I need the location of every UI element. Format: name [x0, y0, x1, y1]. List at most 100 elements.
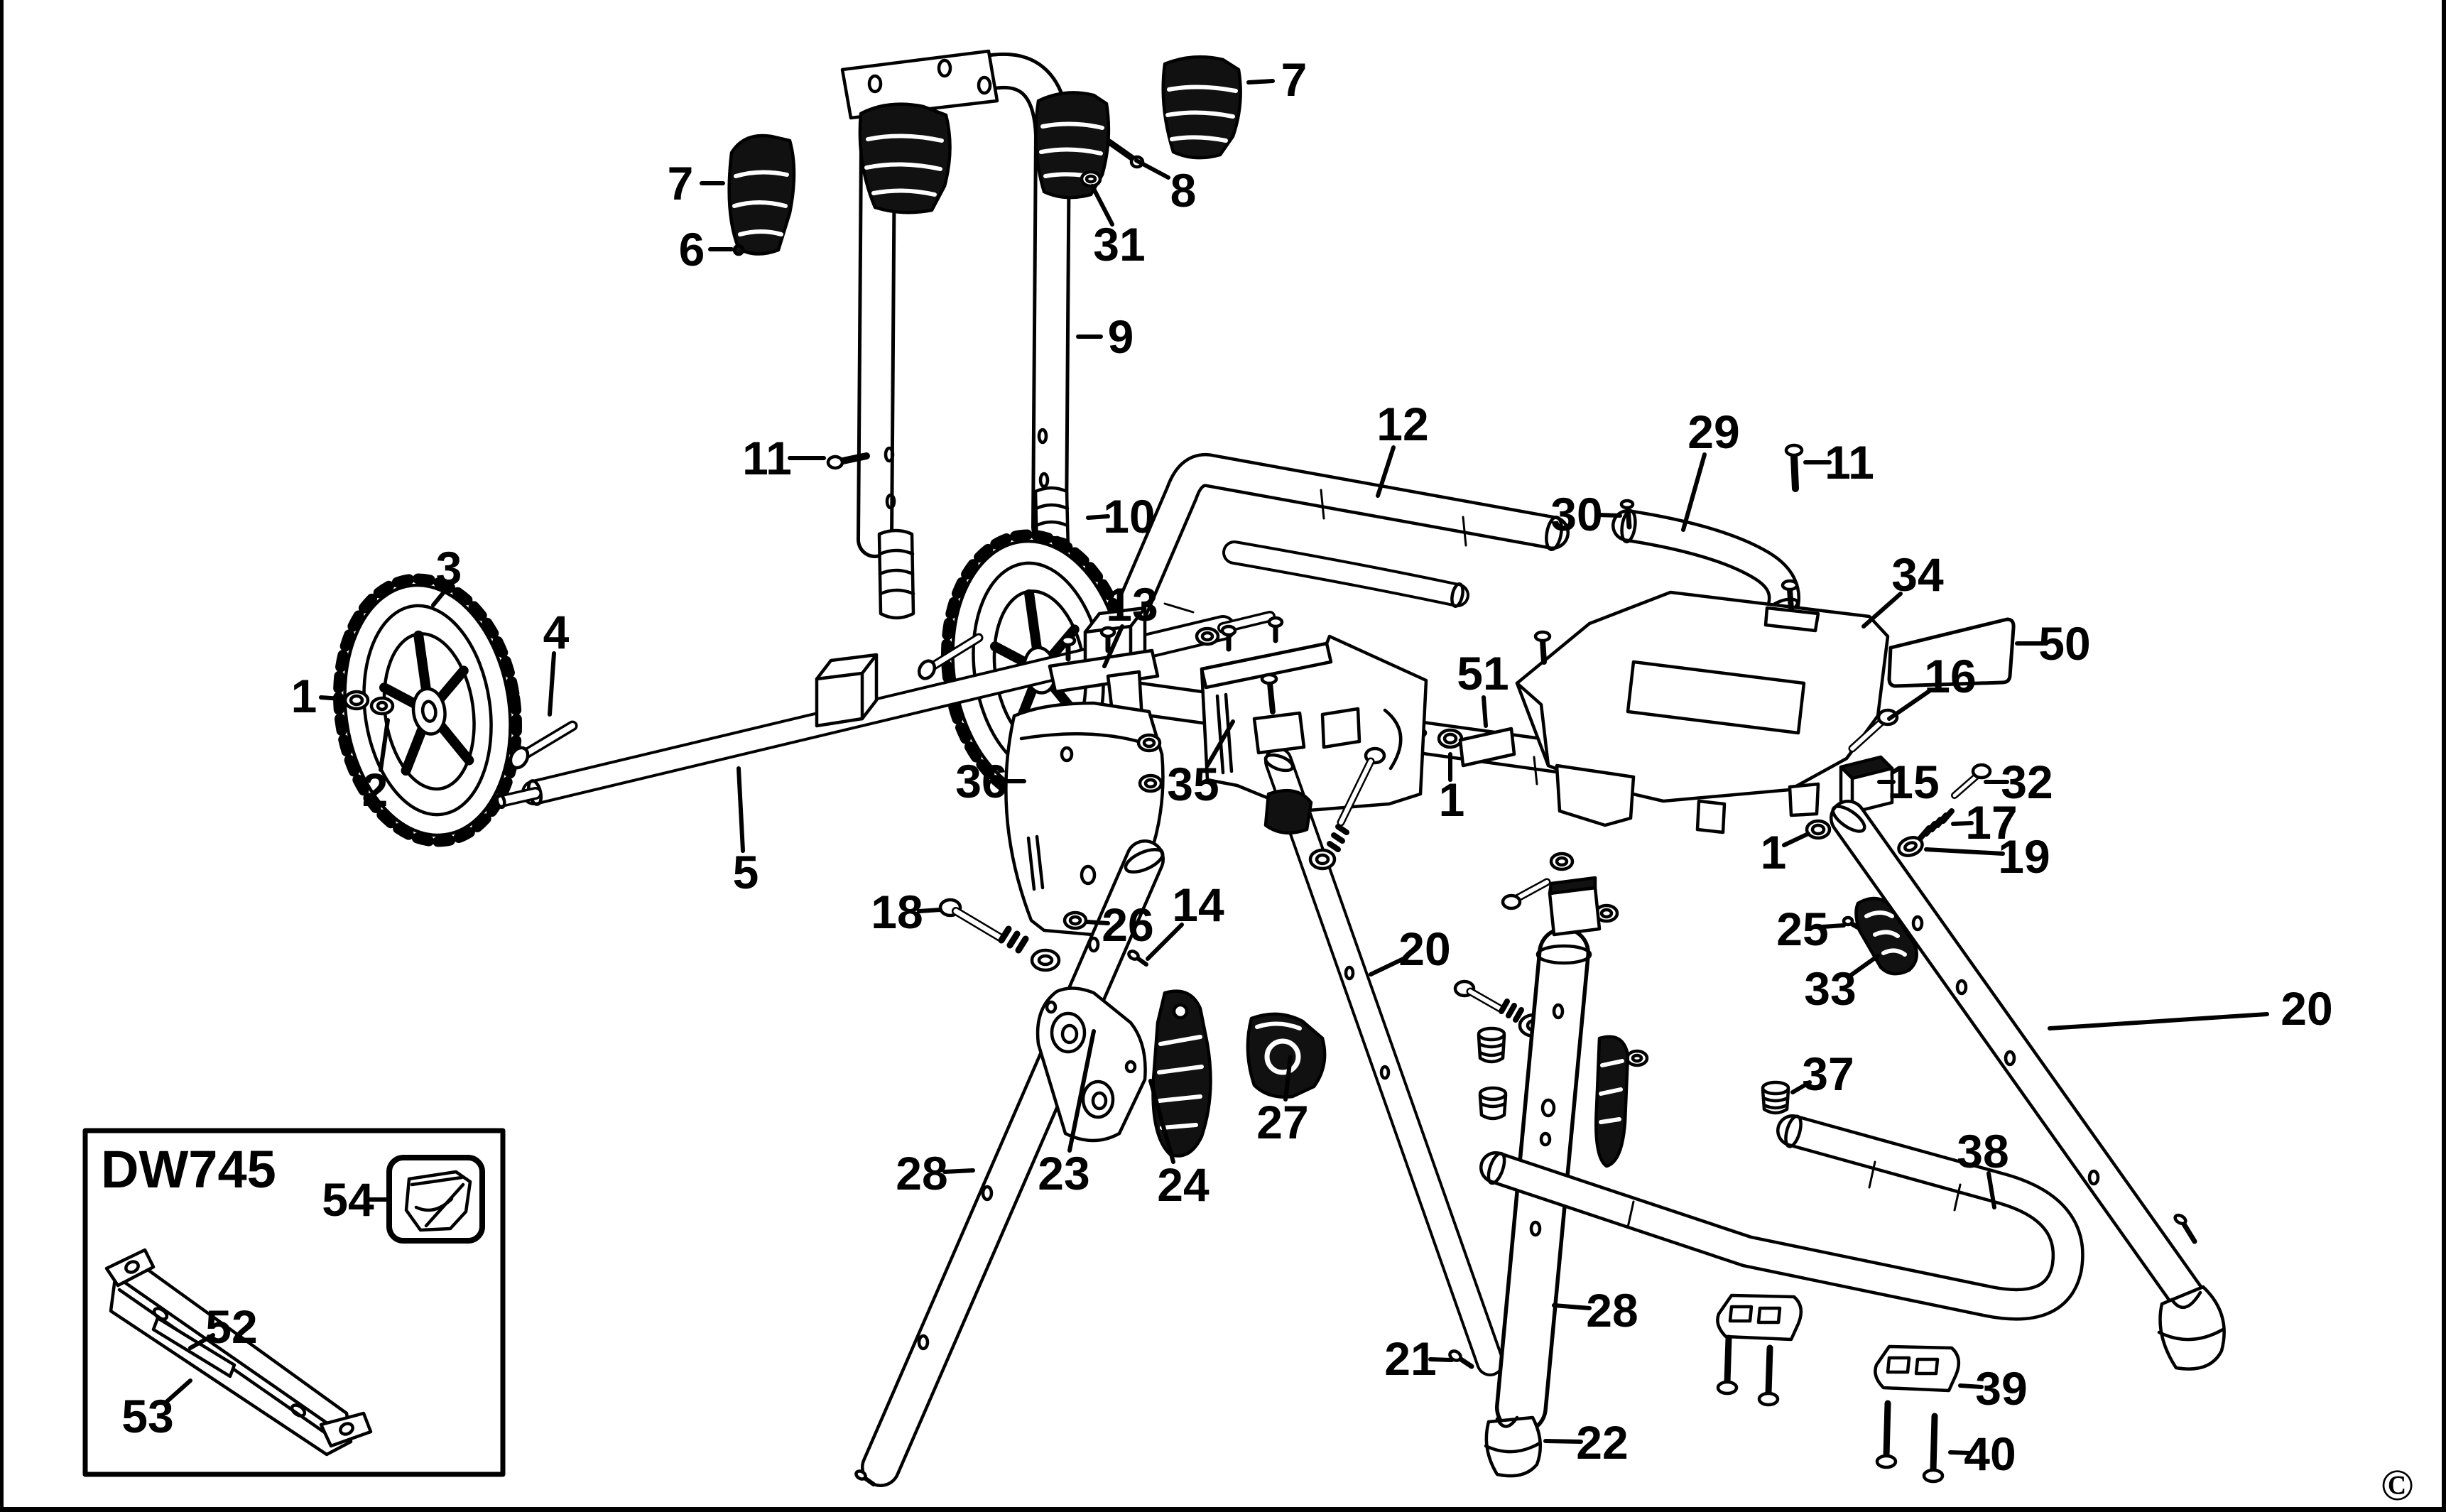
- leader-line-14: [1146, 923, 1184, 961]
- cleat-pad-part39: [1716, 1293, 1961, 1393]
- leader-line-20: [1369, 957, 1406, 977]
- callout-label-2: 2: [362, 763, 388, 816]
- leader-line-28: [1552, 1303, 1592, 1310]
- callout-label-3: 3: [436, 542, 462, 594]
- callout-label-5: 5: [733, 846, 759, 898]
- callout-label-11: 11: [1825, 436, 1874, 489]
- nut-washer-part1-2-left: [343, 690, 395, 716]
- leader-line-16: [1887, 688, 1933, 721]
- bolt-axle-right: [917, 633, 984, 680]
- leader-line-22: [1543, 1439, 1583, 1444]
- bracket-part35: [1200, 616, 1428, 813]
- wheel-left-part3: [333, 573, 522, 847]
- lever-part24: [1151, 989, 1212, 1158]
- leader-line-37: [1790, 1080, 1812, 1094]
- screw-part30: [1619, 499, 1635, 530]
- leader-line-28: [942, 1168, 975, 1174]
- callout-label-24: 24: [1157, 1158, 1210, 1211]
- leader-line-40: [1948, 1450, 1972, 1455]
- leader-line-13: [1102, 624, 1124, 668]
- callout-label-18: 18: [871, 886, 923, 938]
- spring-part17: [1918, 808, 1955, 841]
- callout-label-6: 6: [679, 223, 705, 276]
- bolt-part32: [1951, 763, 1992, 799]
- callout-label-29: 29: [1687, 406, 1739, 458]
- callout-label-15: 15: [1887, 756, 1939, 808]
- leader-line-52: [188, 1333, 215, 1350]
- callout-label-23: 23: [1038, 1147, 1089, 1200]
- callout-label-28: 28: [1586, 1284, 1638, 1337]
- leader-line-35: [1205, 719, 1235, 768]
- callout-label-35: 35: [1167, 758, 1219, 810]
- lower-frame-part38: [1479, 1114, 2084, 1321]
- bracket-part34: [1515, 579, 1890, 834]
- grip-part7-left: [727, 134, 796, 256]
- bolt-part11-right: [1784, 443, 1804, 492]
- screw-part6: [732, 244, 745, 256]
- dw745-inset-box: [82, 1128, 506, 1477]
- grip-part7-far-right: [1161, 55, 1242, 160]
- page-border-bottom: [0, 1507, 2446, 1512]
- leader-line-7: [1246, 79, 1275, 85]
- callout-label-1: 1: [291, 670, 317, 722]
- leader-line-53: [163, 1378, 192, 1405]
- lever-part33: [1854, 896, 1918, 976]
- leader-line-12: [1376, 445, 1396, 498]
- frame-corner-part29: [1611, 508, 1800, 624]
- leader-line-24: [1148, 1079, 1175, 1164]
- clamp-part27: [1246, 1012, 1327, 1099]
- callout-label-28: 28: [896, 1147, 947, 1200]
- callout-label-8: 8: [1170, 164, 1197, 217]
- callout-label-36: 36: [955, 755, 1007, 807]
- leader-line-21: [1428, 1357, 1454, 1362]
- callout-label-20: 20: [2281, 982, 2332, 1035]
- page-border-right: [2442, 0, 2446, 1512]
- callout-label-1: 1: [1761, 826, 1787, 879]
- copyright-mark: ©: [2381, 1462, 2413, 1510]
- grip-part31-right: [1034, 91, 1111, 200]
- screw-part14: [1127, 950, 1148, 967]
- callout-label-9: 9: [1108, 310, 1134, 363]
- leader-line-3: [431, 587, 448, 607]
- leader-line-4: [548, 651, 556, 717]
- callout-label-19: 19: [1998, 830, 2050, 883]
- callout-label-22: 22: [1576, 1416, 1628, 1469]
- callout-label-7: 7: [668, 157, 694, 210]
- bolt-spring-washer-mid: [1308, 746, 1386, 871]
- leader-line-1: [319, 695, 343, 701]
- callout-label-50: 50: [2038, 617, 2090, 670]
- leader-line-38: [1986, 1171, 1996, 1209]
- leader-line-51: [1482, 695, 1488, 728]
- leader-line-34: [1861, 592, 1903, 629]
- callout-label-37: 37: [1802, 1048, 1854, 1100]
- leader-line-30: [1596, 513, 1622, 518]
- screw-part8: [1106, 138, 1145, 169]
- bolt-part16: [1848, 708, 1899, 753]
- bolts-part40: [1716, 1334, 1945, 1484]
- screw-part21: [1448, 1349, 1474, 1369]
- leader-line-33: [1846, 954, 1880, 979]
- callout-label-32: 32: [2001, 756, 2053, 808]
- callout-label-12: 12: [1376, 398, 1428, 450]
- bolt-part11-left: [826, 452, 870, 470]
- handle-end-sleeve-left: [877, 528, 915, 620]
- leader-line-20: [2048, 1012, 2269, 1030]
- leader-line-8: [1134, 158, 1170, 180]
- callout-label-31: 31: [1093, 218, 1145, 271]
- callout-label-1: 1: [1439, 773, 1465, 826]
- leader-line-25: [1820, 923, 1846, 929]
- callout-label-11: 11: [742, 432, 792, 484]
- leader-line-39: [1958, 1383, 1984, 1389]
- leader-line-19: [1924, 847, 2005, 856]
- leader-line-27: [1283, 1055, 1293, 1102]
- callout-label-30: 30: [1550, 488, 1602, 540]
- callout-label-20: 20: [1398, 923, 1450, 975]
- callout-label-17: 17: [1965, 796, 2017, 849]
- washer-part19: [1897, 836, 1924, 857]
- callout-label-34: 34: [1891, 548, 1944, 601]
- leader-line-18: [917, 908, 942, 913]
- pivot-plate-part23: [1036, 986, 1147, 1143]
- bolt-part4: [509, 720, 578, 770]
